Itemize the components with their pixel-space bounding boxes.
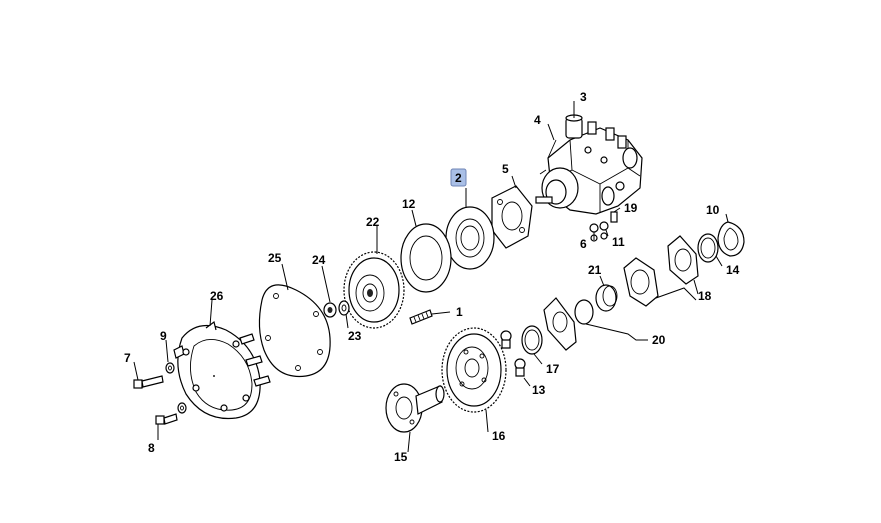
- label-18[interactable]: 18: [698, 289, 712, 303]
- washer-23: [338, 300, 350, 316]
- label-12[interactable]: 12: [402, 197, 416, 211]
- gear-16: [441, 327, 507, 413]
- fitting-13: [500, 330, 526, 377]
- label-11[interactable]: 11: [612, 235, 625, 249]
- label-16[interactable]: 16: [492, 429, 506, 443]
- label-25[interactable]: 25: [268, 251, 282, 265]
- circlip-10: [717, 221, 745, 257]
- label-17[interactable]: 17: [546, 362, 560, 376]
- label-22[interactable]: 22: [366, 215, 380, 229]
- bolt-19: [610, 211, 618, 223]
- gasket-12: [400, 223, 452, 293]
- housing-18: [623, 235, 699, 307]
- label-6[interactable]: 6: [580, 237, 587, 251]
- bolt-1: [409, 309, 433, 325]
- washer-9: [165, 362, 175, 374]
- label-4[interactable]: 4: [534, 113, 541, 127]
- label-20[interactable]: 20: [652, 333, 666, 347]
- leader-lines: [133, 101, 729, 453]
- bolt-8: [155, 413, 178, 425]
- gear-22: [343, 251, 405, 329]
- fitting-11: [599, 221, 609, 240]
- label-19[interactable]: 19: [624, 201, 638, 215]
- label-21[interactable]: 21: [588, 263, 602, 277]
- sleeve-21: [574, 284, 618, 325]
- gasket-25: [258, 284, 331, 378]
- label-2[interactable]: 2: [455, 171, 462, 185]
- label-14[interactable]: 14: [726, 263, 740, 277]
- shaft-15: [385, 383, 445, 433]
- label-8[interactable]: 8: [148, 441, 155, 455]
- nut-24: [323, 302, 337, 318]
- gasket-20a: [543, 297, 577, 351]
- label-26[interactable]: 26: [210, 289, 224, 303]
- label-13[interactable]: 13: [532, 383, 546, 397]
- label-3[interactable]: 3: [580, 90, 587, 104]
- label-10[interactable]: 10: [706, 203, 720, 217]
- bolt-7: [133, 375, 164, 389]
- label-9[interactable]: 9: [160, 329, 167, 343]
- label-24[interactable]: 24: [312, 253, 326, 267]
- cover-26: [173, 320, 271, 420]
- flange-plate-2: [445, 206, 495, 270]
- label-23[interactable]: 23: [348, 329, 362, 343]
- label-1[interactable]: 1: [456, 305, 463, 319]
- label-15[interactable]: 15: [394, 450, 408, 464]
- gasket-5: [491, 185, 533, 249]
- label-5[interactable]: 5: [502, 162, 509, 176]
- washer-9b: [177, 402, 187, 414]
- injection-pump: [535, 114, 643, 215]
- label-7[interactable]: 7: [124, 351, 131, 365]
- highlight-box-2: [450, 168, 467, 187]
- ring-14: [697, 233, 719, 263]
